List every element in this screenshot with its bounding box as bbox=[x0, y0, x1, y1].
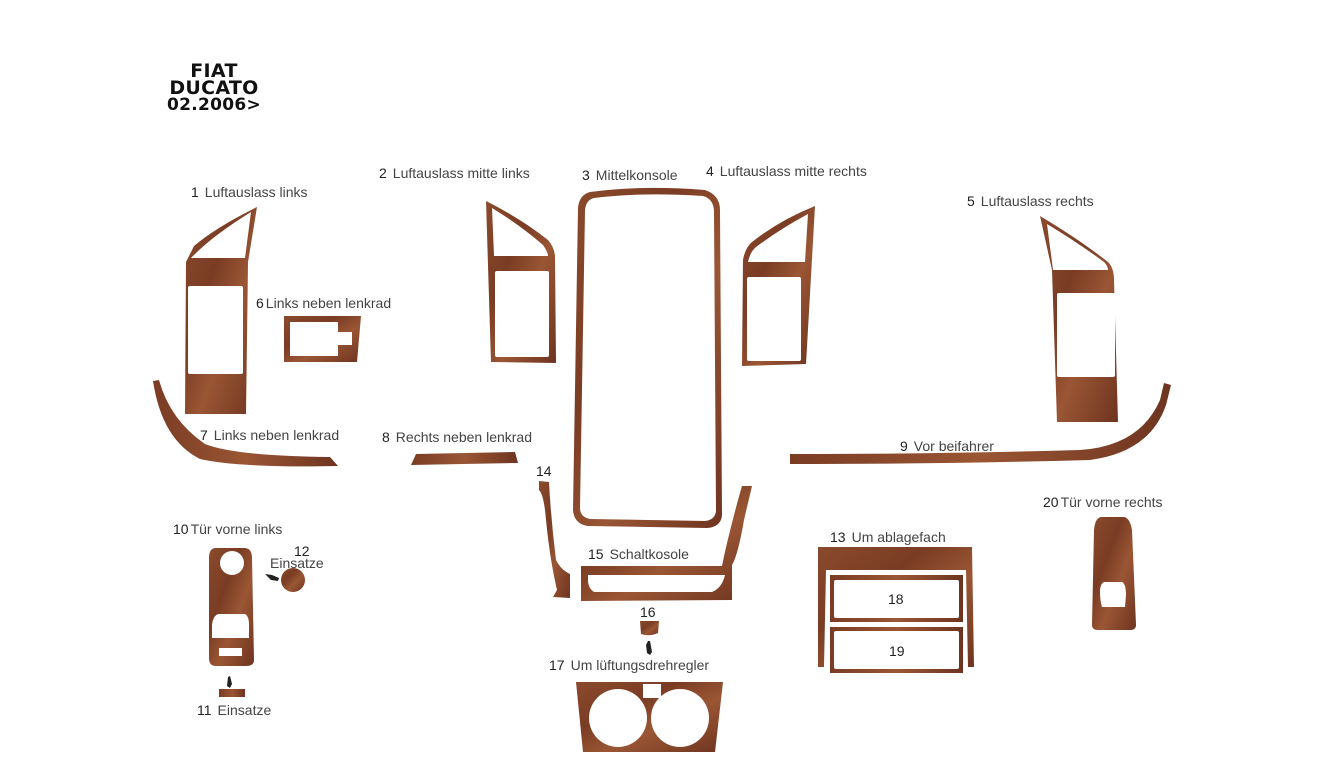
part-9-passenger-front bbox=[790, 383, 1171, 464]
part-6-left-of-wheel-small bbox=[284, 316, 361, 362]
label-part-18: 18 bbox=[888, 591, 904, 607]
part-16-small-insert bbox=[640, 621, 659, 655]
part-8-right-of-wheel bbox=[411, 452, 518, 465]
part-20-door-front-right bbox=[1092, 517, 1136, 630]
label-part-14: 14 bbox=[536, 463, 552, 479]
part-7-left-of-wheel-strip bbox=[153, 380, 338, 467]
part-17-vent-knob-surround bbox=[576, 682, 723, 752]
label-part-16: 16 bbox=[640, 604, 656, 620]
vehicle-make: FIAT bbox=[190, 60, 238, 82]
vehicle-model: DUCATO bbox=[169, 77, 259, 99]
vehicle-title: FIAT DUCATO 02.2006> bbox=[166, 60, 262, 115]
part-3-center-console bbox=[573, 187, 722, 528]
part-12-round-insert bbox=[265, 568, 305, 592]
part-2-vent-center-left bbox=[486, 201, 556, 363]
part-13-storage-surround bbox=[818, 547, 974, 673]
label-part-12-num: 12 bbox=[294, 543, 310, 559]
part-10-door-front-left bbox=[209, 548, 254, 688]
part-11-insert bbox=[219, 689, 245, 697]
label-part-12-name: Einsatze bbox=[270, 555, 324, 571]
part-4-vent-center-right bbox=[742, 206, 815, 366]
part-15-shift-console bbox=[581, 486, 752, 601]
part-1-vent-left bbox=[185, 207, 257, 414]
part-14-side-strip bbox=[539, 481, 570, 598]
vehicle-year: 02.2006> bbox=[166, 95, 262, 115]
part-5-vent-right bbox=[1040, 216, 1118, 422]
label-part-19: 19 bbox=[889, 643, 905, 659]
